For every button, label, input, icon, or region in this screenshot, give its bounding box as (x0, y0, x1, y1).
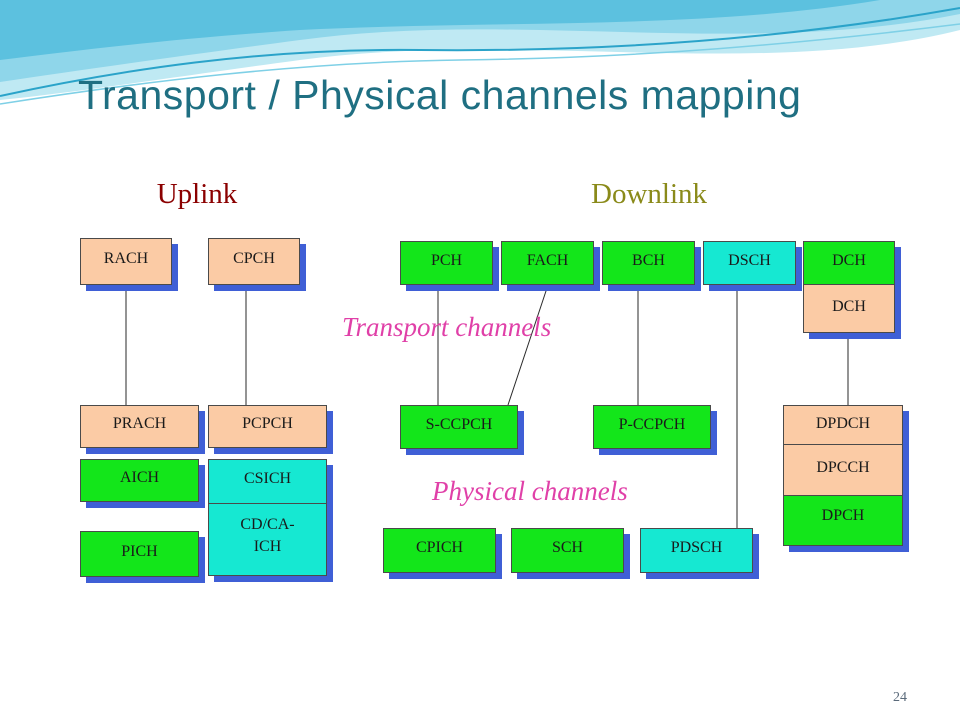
aich-box: AICH (80, 459, 199, 502)
csich-box: CSICH (208, 459, 327, 504)
dch-transport-box: DCH (803, 241, 895, 285)
cpich-box: CPICH (383, 528, 496, 573)
pch-box: PCH (400, 241, 493, 285)
fach-box: FACH (501, 241, 594, 285)
dch-box: DCH (803, 285, 895, 333)
prach-box: PRACH (80, 405, 199, 448)
pich-box: PICH (80, 531, 199, 577)
csich-cdca-stack: CSICH CD/CA- ICH (208, 459, 327, 576)
cdca-ich-box: CD/CA- ICH (208, 504, 327, 576)
cpch-box: CPCH (208, 238, 300, 285)
dpcch-box: DPCCH (783, 445, 903, 496)
sch-box: SCH (511, 528, 624, 573)
pccpch-box: P-CCPCH (593, 405, 711, 449)
sccpch-box: S-CCPCH (400, 405, 518, 449)
pcpch-box: PCPCH (208, 405, 327, 448)
dsch-box: DSCH (703, 241, 796, 285)
dch-stack: DCH DCH (803, 241, 895, 333)
header-wave-decoration (0, 0, 960, 105)
dpch-box: DPCH (783, 496, 903, 546)
downlink-heading: Downlink (562, 170, 736, 218)
physical-channels-label: Physical channels (432, 476, 628, 506)
transport-channels-label: Transport channels (342, 312, 552, 342)
dpch-stack: DPDCH DPCCH DPCH (783, 405, 903, 546)
dpdch-box: DPDCH (783, 405, 903, 445)
page-number: 24 (893, 690, 907, 705)
rach-box: RACH (80, 238, 172, 285)
bch-box: BCH (602, 241, 695, 285)
uplink-heading: Uplink (130, 170, 264, 218)
page-title: Transport / Physical channels mapping (78, 72, 802, 118)
pdsch-box: PDSCH (640, 528, 753, 573)
link-fach-sccpch (507, 284, 549, 406)
